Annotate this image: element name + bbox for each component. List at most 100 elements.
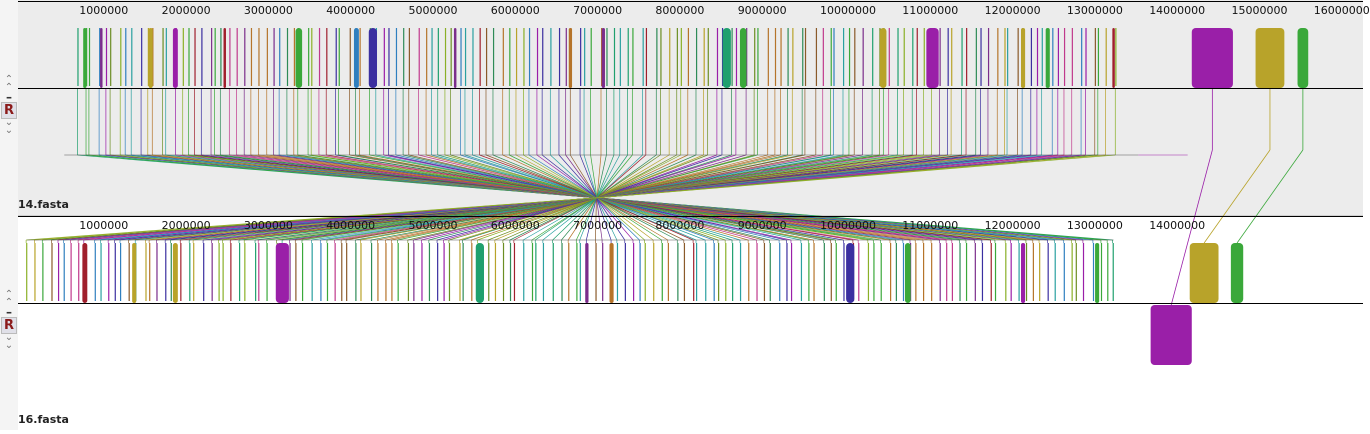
alignment-block <box>223 28 226 88</box>
alignment-block-line <box>479 28 481 86</box>
alignment-block-line <box>426 28 428 86</box>
alignment-block-line <box>696 243 698 301</box>
alignment-block <box>1189 243 1219 303</box>
alignment-block <box>172 28 178 88</box>
alignment-block-line <box>867 243 870 301</box>
alignment-block-line <box>990 243 992 301</box>
alignment-block-line <box>601 28 603 86</box>
alignment-block-line <box>1105 28 1107 86</box>
alignment-block-line <box>149 243 151 301</box>
alignment-block-line <box>931 243 933 301</box>
ruler-tick-label: 9000000 <box>737 4 787 17</box>
connector-line <box>26 154 1116 241</box>
ruler-tick-label: 14000000 <box>1149 4 1206 17</box>
alignment-block-line <box>974 243 976 301</box>
minus-button[interactable]: – <box>6 90 12 104</box>
chevron-up-icon[interactable]: ⌃⌃ <box>4 289 14 308</box>
alignment-block-line <box>1057 28 1060 86</box>
alignment-block-line <box>100 243 102 301</box>
top-track-blocks <box>77 28 1309 88</box>
alignment-block-line <box>377 243 379 301</box>
alignment-block-line <box>774 28 777 86</box>
alignment-block-line <box>244 28 246 86</box>
alignment-block-line <box>590 28 592 86</box>
alignment-block-line <box>815 28 818 86</box>
alignment-block <box>1230 243 1244 303</box>
alignment-block-line <box>236 28 238 86</box>
alignment-block-line <box>823 243 825 301</box>
alignment-block-line <box>616 243 619 301</box>
chevron-up-icon[interactable]: ⌃⌃ <box>4 74 14 93</box>
alignment-block-line <box>748 243 750 301</box>
alignment-block-line <box>756 243 758 301</box>
alignment-block-line <box>266 243 268 301</box>
alignment-block-line <box>804 28 807 86</box>
chevron-down-icon[interactable]: ⌄⌄ <box>4 117 14 136</box>
alignment-block-line <box>188 28 190 86</box>
alignment-block-line <box>459 243 461 301</box>
alignment-block-line <box>513 243 516 301</box>
alignment-block <box>1045 28 1050 88</box>
reverse-button[interactable]: R <box>1 102 17 119</box>
alignment-block <box>148 28 153 88</box>
alignment-block-line <box>780 28 782 86</box>
alignment-block-line <box>388 28 390 86</box>
ruler-tick-label: 3000000 <box>243 4 293 17</box>
alignment-block <box>601 28 605 88</box>
alignment-block-line <box>239 243 241 301</box>
alignment-block-line <box>194 28 196 86</box>
alignment-block-line <box>346 243 348 301</box>
alignment-block-line <box>903 28 905 86</box>
alignment-block-line <box>289 243 291 301</box>
alignment-block-line <box>472 28 474 86</box>
alignment-block <box>904 243 911 303</box>
alignment-block-line <box>716 28 719 86</box>
alignment-block-line <box>695 28 698 86</box>
alignment-block-line <box>595 243 597 301</box>
alignment-block-line <box>975 28 977 86</box>
reverse-button[interactable]: R <box>1 317 17 334</box>
alignment-block-line <box>450 28 452 86</box>
alignment-block-line <box>1085 28 1087 86</box>
alignment-block-line <box>428 243 431 301</box>
alignment-block-line <box>1063 28 1066 86</box>
alignment-block-line <box>42 243 44 301</box>
alignment-block-line <box>1036 28 1039 86</box>
alignment-block-line <box>383 28 385 86</box>
alignment-block-line <box>105 28 108 86</box>
alignment-block-line <box>542 28 544 86</box>
alignment-block-line <box>683 243 686 301</box>
alignment-block-line <box>165 243 167 301</box>
alignment-block-line <box>189 243 191 301</box>
alignment-block-line <box>258 243 260 301</box>
alignment-block-line <box>787 28 789 86</box>
alignment-block-line <box>902 243 905 301</box>
alignment-block <box>1297 28 1309 88</box>
alignment-block-line <box>488 243 490 301</box>
ruler-tick-label: 13000000 <box>1066 219 1123 232</box>
alignment-block-line <box>349 28 351 86</box>
alignment-block-line <box>320 243 322 301</box>
ruler-tick-label: 5000000 <box>408 219 458 232</box>
ruler-tick-label: 9000000 <box>737 219 787 232</box>
alignment-block-line <box>653 243 655 301</box>
alignment-block-line <box>848 28 851 86</box>
alignment-block-line <box>1092 243 1095 301</box>
chevron-down-icon[interactable]: ⌄⌄ <box>4 332 14 351</box>
alignment-block-line <box>713 243 715 301</box>
alignment-block-line <box>624 243 626 301</box>
minus-button[interactable]: – <box>6 305 12 319</box>
alignment-block-line <box>360 243 362 301</box>
alignment-block-line <box>214 28 216 86</box>
track-controls-top: ⌃⌃ – R ⌄⌄ <box>0 74 18 136</box>
alignment-block-line <box>94 243 96 301</box>
alignment-block-line <box>51 243 53 301</box>
alignment-block-line <box>471 243 473 301</box>
alignment-block-line <box>250 28 253 86</box>
alignment-block-line <box>644 243 646 301</box>
alignment-block <box>1021 28 1026 88</box>
alignment-block-line <box>677 243 679 301</box>
alignment-block-line <box>395 28 398 86</box>
